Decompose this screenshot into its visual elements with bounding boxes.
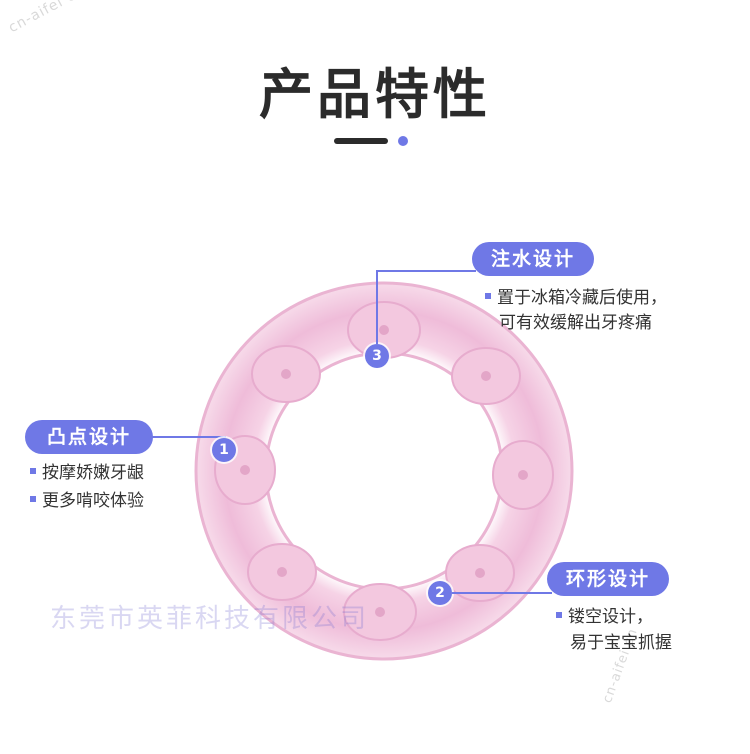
feature-text: 按摩娇嫩牙龈 [30, 460, 144, 486]
ring-outer-edge [194, 281, 574, 661]
callout-line [452, 592, 552, 594]
ring-dot [281, 369, 291, 379]
title-dot [398, 136, 408, 146]
ring-dot [240, 465, 250, 475]
watermark-company: 东莞市英菲科技有限公司 [50, 604, 370, 634]
feature-text: 置于冰箱冷藏后使用， [485, 285, 667, 311]
number-badge: 3 [365, 344, 389, 368]
callout-line [376, 270, 378, 344]
feature-text: 镂空设计， [556, 604, 653, 630]
feature-line: 置于冰箱冷藏后使用， [497, 288, 667, 308]
ring-dot [379, 325, 389, 335]
number-badge: 1 [212, 438, 236, 462]
ring-dot [277, 567, 287, 577]
title-underline [334, 138, 388, 144]
number-badge: 2 [428, 581, 452, 605]
feature-text: 更多啃咬体验 [30, 488, 144, 514]
tag-bump-design: 凸点设计 [25, 420, 153, 454]
ring-dot [481, 371, 491, 381]
feature-text: 可有效缓解出牙疼痛 [499, 313, 652, 333]
tag-ring-design: 环形设计 [547, 562, 669, 596]
ring-dot [375, 607, 385, 617]
ring-dot [518, 470, 528, 480]
feature-text: 易于宝宝抓握 [570, 633, 672, 653]
feature-line: 更多啃咬体验 [42, 491, 144, 511]
bullet-icon [485, 293, 491, 299]
tag-water-design: 注水设计 [472, 242, 594, 276]
callout-line [376, 270, 476, 272]
bullet-icon [556, 612, 562, 618]
ring-dots [240, 325, 528, 617]
callout-line [140, 436, 224, 438]
bullet-icon [30, 496, 36, 502]
ring-dot [475, 568, 485, 578]
bullet-icon [30, 468, 36, 474]
page-title: 产品特性 [259, 63, 491, 126]
feature-line: 按摩娇嫩牙龈 [42, 463, 144, 483]
feature-line: 镂空设计， [568, 607, 653, 627]
